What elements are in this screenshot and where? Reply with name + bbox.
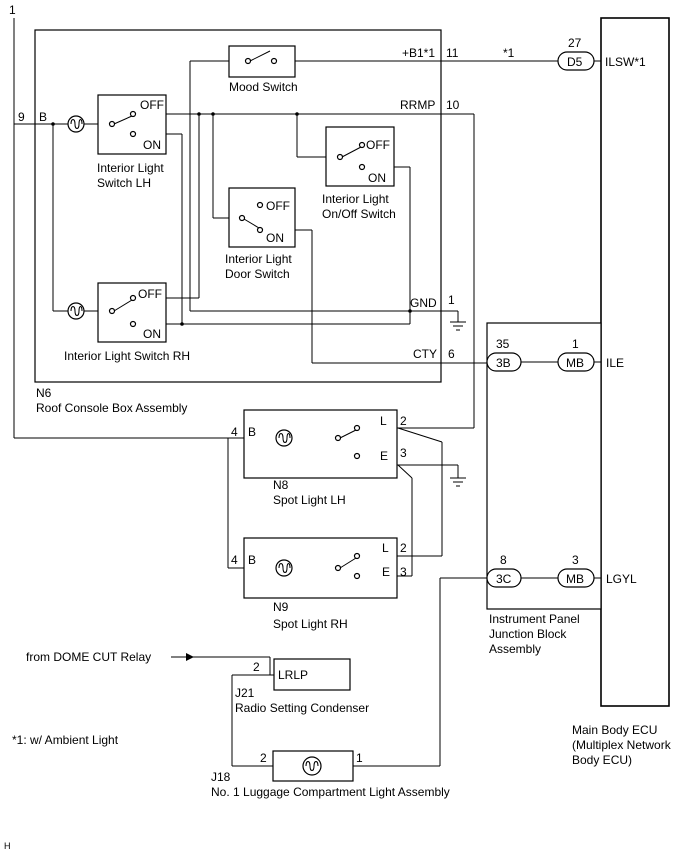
spot-rh-l: L — [382, 541, 389, 555]
spot-light-lh: 4 B L 2 E 3 N8 Spot Light LH — [231, 409, 407, 507]
pin-gnd-num: 1 — [448, 293, 455, 307]
junction-block: Instrument Panel Junction Block Assembly — [486, 322, 602, 656]
luggage-compartment-light: 2 1 J18 No. 1 Luggage Compartment Light … — [211, 750, 450, 799]
mb-ile-num: 1 — [572, 337, 579, 351]
spot-lh-code: N8 — [273, 478, 289, 492]
lgyl-label: LGYL — [606, 572, 637, 586]
door-off-label: OFF — [266, 199, 290, 213]
ecu-name-1: Main Body ECU — [572, 723, 657, 737]
interior-light-switch-lh: OFF ON Interior Light Switch LH — [67, 94, 167, 190]
jb-name-2: Junction Block — [489, 627, 567, 641]
spot-rh-l-num: 2 — [400, 541, 407, 555]
spot-rh-e: E — [382, 565, 390, 579]
condenser-name: Radio Setting Condenser — [235, 701, 369, 715]
mood-switch-label: Mood Switch — [229, 80, 298, 94]
main-body-ecu: Main Body ECU (Multiplex Network Body EC… — [572, 17, 672, 767]
lh-off-label: OFF — [140, 98, 164, 112]
rh-name: Interior Light Switch RH — [64, 349, 190, 363]
ecu-name-3: Body ECU) — [572, 753, 632, 767]
footnote: *1: w/ Ambient Light — [12, 733, 119, 747]
pin-b1-label: +B1*1 — [402, 46, 435, 60]
spot-lh-l-num: 2 — [400, 414, 407, 428]
lh-on-label: ON — [143, 138, 161, 152]
spot-rh-name: Spot Light RH — [273, 617, 348, 631]
door-name-2: Door Switch — [225, 267, 290, 281]
ground-symbol-gnd — [450, 321, 466, 331]
spot-rh-e-num: 3 — [400, 565, 407, 579]
jb-connectors: 35 3B 1 MB ILE 8 3C 3 MB LGYL — [486, 337, 637, 588]
spot-lh-b: B — [248, 425, 256, 439]
d5-label: ILSW*1 — [605, 55, 646, 69]
pin-rrmp-label: RRMP — [400, 98, 435, 112]
luggage-code: J18 — [211, 770, 231, 784]
onoff-name-1: Interior Light — [322, 192, 389, 206]
radio-setting-condenser: 2 LRLP J21 Radio Setting Condenser — [235, 658, 369, 715]
condenser-pin-num: 2 — [253, 660, 260, 674]
pin-b-num: 9 — [18, 110, 25, 124]
pin-gnd-label: GND — [410, 296, 437, 310]
mb-lgyl-num: 3 — [572, 553, 579, 567]
roof-console-code: N6 — [36, 386, 52, 400]
pin-cty-label: CTY — [413, 347, 437, 361]
rh-on-label: ON — [143, 327, 161, 341]
onoff-on-label: ON — [368, 171, 386, 185]
spot-rh-code: N9 — [273, 600, 289, 614]
onoff-name-2: On/Off Switch — [322, 207, 396, 221]
pin-cty-num: 6 — [448, 347, 455, 361]
connector-d5: 27 D5 ILSW*1 — [557, 36, 646, 71]
d5-conn: D5 — [567, 55, 583, 69]
pin-b1-num: 11 — [446, 46, 459, 60]
c3b-num: 35 — [496, 337, 510, 351]
c3c-num: 8 — [500, 553, 507, 567]
lh-name-1: Interior Light — [97, 161, 164, 175]
c3b: 3B — [496, 356, 511, 370]
rh-off-label: OFF — [138, 287, 162, 301]
ile-label: ILE — [606, 356, 624, 370]
interior-light-switch-rh: OFF ON Interior Light Switch RH — [64, 282, 190, 363]
mb-ile: MB — [566, 356, 584, 370]
door-on-label: ON — [266, 231, 284, 245]
spot-lh-e-num: 3 — [400, 446, 407, 460]
dome-cut-label: from DOME CUT Relay — [26, 650, 151, 664]
top-ref: 1 — [9, 3, 16, 17]
spot-lh-e: E — [380, 449, 388, 463]
ecu-name-2: (Multiplex Network — [572, 738, 672, 752]
ground-symbol-spot — [450, 477, 466, 487]
spot-lh-l: L — [380, 414, 387, 428]
corner-mark: H — [4, 841, 11, 851]
roof-console-wiring — [13, 18, 558, 439]
roof-console-pins: 9 B +B1*1 11 RRMP 10 GND 1 CTY 6 *1 — [18, 46, 515, 361]
pin-b-label: B — [39, 110, 47, 124]
jb-name-1: Instrument Panel — [489, 612, 580, 626]
mood-switch: Mood Switch — [228, 45, 298, 94]
condenser-pin: LRLP — [278, 668, 308, 682]
pin-rrmp-num: 10 — [446, 98, 460, 112]
spot-rh-b: B — [248, 553, 256, 567]
dome-cut-feed: from DOME CUT Relay — [26, 650, 292, 767]
spot-light-rh: 4 B L 2 E 3 N9 Spot Light RH — [231, 537, 407, 631]
d5-num: 27 — [568, 36, 582, 50]
roof-console-name: Roof Console Box Assembly — [36, 401, 187, 415]
interior-light-door-switch: OFF ON Interior Light Door Switch — [225, 187, 296, 281]
interior-light-onoff-switch: OFF ON Interior Light On/Off Switch — [322, 126, 396, 221]
luggage-pin-right: 1 — [356, 751, 363, 765]
spot-rh-b-num: 4 — [231, 553, 238, 567]
wire-note: *1 — [503, 46, 515, 60]
luggage-name: No. 1 Luggage Compartment Light Assembly — [211, 785, 450, 799]
onoff-off-label: OFF — [366, 138, 390, 152]
condenser-code: J21 — [235, 686, 255, 700]
mb-lgyl: MB — [566, 572, 584, 586]
door-name-1: Interior Light — [225, 252, 292, 266]
lh-name-2: Switch LH — [97, 176, 151, 190]
c3c: 3C — [496, 572, 512, 586]
spot-lh-b-num: 4 — [231, 425, 238, 439]
spot-lh-name: Spot Light LH — [273, 493, 346, 507]
jb-name-3: Assembly — [489, 642, 541, 656]
luggage-pin-left: 2 — [260, 751, 267, 765]
